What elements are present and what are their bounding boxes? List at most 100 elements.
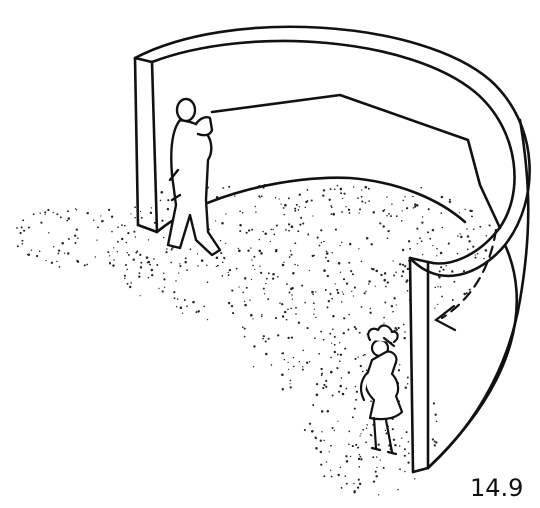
floor-stipple-dot xyxy=(360,365,362,367)
floor-stipple-dot xyxy=(354,287,356,289)
floor-stipple-dot xyxy=(270,241,271,242)
floor-stipple-dot xyxy=(346,483,348,485)
floor-stipple-dot xyxy=(358,479,360,481)
floor-stipple-dot xyxy=(271,229,273,231)
floor-stipple-dot xyxy=(51,262,53,264)
floor-stipple-dot xyxy=(463,270,465,272)
floor-stipple-dot xyxy=(207,281,209,283)
floor-stipple-dot xyxy=(340,188,343,191)
floor-stipple-dot xyxy=(238,248,239,249)
floor-stipple-dot xyxy=(337,185,339,187)
floor-stipple-dot xyxy=(173,291,175,293)
floor-stipple-dot xyxy=(111,216,113,218)
floor-stipple-dot xyxy=(344,348,346,350)
floor-stipple-dot xyxy=(323,339,325,341)
floor-stipple-dot xyxy=(250,247,251,248)
floor-stipple-dot xyxy=(489,224,491,226)
floor-stipple-dot xyxy=(161,220,163,222)
floor-stipple-dot xyxy=(151,269,154,272)
floor-stipple-dot xyxy=(206,264,208,266)
floor-stipple-dot xyxy=(329,199,331,201)
floor-stipple-dot xyxy=(207,319,208,320)
floor-stipple-dot xyxy=(170,262,172,264)
floor-stipple-dot xyxy=(284,214,286,216)
floor-stipple-dot xyxy=(323,241,325,243)
floor-stipple-dot xyxy=(468,240,470,242)
floor-stipple-dot xyxy=(162,290,164,292)
floor-stipple-dot xyxy=(352,445,354,447)
floor-stipple-dot xyxy=(23,230,25,232)
floor-stipple-dot xyxy=(236,268,238,270)
floor-stipple-dot xyxy=(271,364,273,366)
floor-stipple-dot xyxy=(260,252,263,255)
floor-stipple-dot xyxy=(422,254,423,255)
floor-stipple-dot xyxy=(336,289,338,291)
floor-stipple-dot xyxy=(86,212,88,214)
floor-stipple-dot xyxy=(330,445,332,447)
floor-stipple-dot xyxy=(133,231,135,233)
figure-number: 14.9 xyxy=(470,474,523,502)
floor-stipple-dot xyxy=(244,304,247,307)
floor-stipple-dot xyxy=(109,262,111,264)
floor-stipple-dot xyxy=(439,270,441,272)
floor-stipple-dot xyxy=(312,215,313,216)
floor-stipple-dot xyxy=(315,291,316,292)
floor-stipple-dot xyxy=(407,290,409,292)
floor-stipple-dot xyxy=(261,314,263,316)
floor-stipple-dot xyxy=(342,291,343,292)
floor-stipple-dot xyxy=(306,362,308,364)
floor-stipple-dot xyxy=(434,307,435,308)
floor-stipple-dot xyxy=(337,292,339,294)
floor-stipple-dot xyxy=(373,480,375,482)
floor-stipple-dot xyxy=(320,464,322,466)
floor-stipple-dot xyxy=(290,250,292,252)
floor-stipple-dot xyxy=(435,287,437,289)
floor-stipple-dot xyxy=(390,215,392,217)
floor-stipple-dot xyxy=(196,311,198,313)
floor-stipple-dot xyxy=(348,262,350,264)
floor-stipple-dot xyxy=(291,336,293,338)
floor-stipple-dot xyxy=(127,283,129,285)
floor-stipple-dot xyxy=(348,371,350,373)
floor-stipple-dot xyxy=(234,195,235,196)
floor-stipple-dot xyxy=(140,295,141,296)
floor-stipple-dot xyxy=(22,240,24,242)
floor-stipple-dot xyxy=(355,386,356,387)
floor-stipple-dot xyxy=(275,317,277,319)
floor-stipple-dot xyxy=(320,451,322,453)
floor-stipple-dot xyxy=(148,277,150,279)
floor-stipple-dot xyxy=(467,248,469,250)
floor-stipple-dot xyxy=(368,188,370,190)
floor-stipple-dot xyxy=(330,188,332,190)
floor-stipple-dot xyxy=(56,261,58,263)
floor-stipple-dot xyxy=(328,300,330,302)
floor-stipple-dot xyxy=(340,467,341,468)
floor-stipple-dot xyxy=(417,243,418,244)
floor-stipple-dot xyxy=(387,237,389,239)
floor-stipple-dot xyxy=(39,251,41,253)
floor-stipple-dot xyxy=(251,279,252,280)
floor-stipple-dot xyxy=(268,338,270,340)
floor-stipple-dot xyxy=(177,298,179,300)
floor-stipple-dot xyxy=(375,286,376,287)
floor-stipple-dot xyxy=(359,483,361,485)
floor-stipple-dot xyxy=(401,210,402,211)
floor-stipple-dot xyxy=(112,264,114,266)
floor-stipple-dot xyxy=(314,255,315,256)
floor-stipple-dot xyxy=(396,304,397,305)
floor-stipple-dot xyxy=(31,250,32,251)
floor-stipple-dot xyxy=(28,254,30,256)
floor-stipple-dot xyxy=(126,242,127,243)
floor-stipple-dot xyxy=(368,280,370,282)
floor-stipple-dot xyxy=(139,254,141,256)
floor-stipple-dot xyxy=(361,261,363,263)
floor-stipple-dot xyxy=(265,353,268,356)
floor-stipple-dot xyxy=(472,246,474,248)
floor-stipple-dot xyxy=(281,373,284,376)
floor-stipple-dot xyxy=(287,309,289,311)
floor-stipple-dot xyxy=(327,275,329,277)
floor-stipple-dot xyxy=(176,306,177,307)
floor-stipple-dot xyxy=(359,435,360,436)
floor-stipple-dot xyxy=(399,364,400,365)
floor-stipple-dot xyxy=(139,272,141,274)
